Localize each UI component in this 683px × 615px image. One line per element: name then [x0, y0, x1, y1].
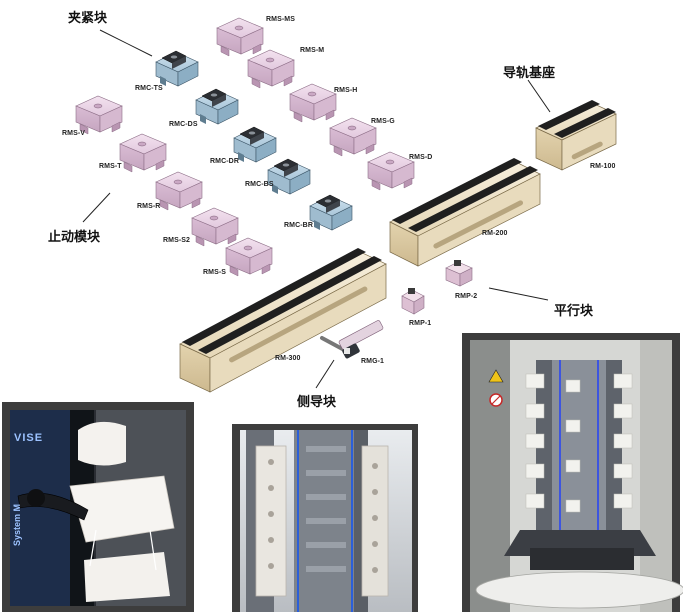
leader-stop [82, 192, 111, 223]
leader-side-guide [315, 359, 335, 389]
label-rm-200: RM-200 [482, 230, 508, 237]
label-rmc-ds: RMC-DS [169, 121, 198, 128]
rmp-1-part [401, 288, 425, 315]
rms-d-block [367, 151, 415, 191]
rms-s-block [225, 237, 273, 277]
rmg-1-part [320, 320, 384, 359]
caption-rail-base: 导轨基座 [503, 66, 556, 81]
label-rmc-br: RMC-BR [284, 222, 313, 229]
rms-r-block [155, 171, 203, 211]
label-rmc-bs: RMC-BS [245, 181, 274, 188]
rms-t-block [119, 133, 167, 173]
rms-m-block [247, 49, 295, 89]
label-rms-g: RMS-G [371, 118, 395, 125]
rmc-bs-clamp [267, 158, 311, 195]
leader-clamp [99, 29, 153, 57]
label-rms-s: RMS-S [203, 269, 227, 276]
rms-ms-block [216, 17, 264, 57]
photo-machine-tower [462, 333, 683, 612]
rm-100-rail [535, 100, 617, 171]
label-rms-h: RMS-H [334, 87, 358, 94]
rmc-ds-clamp [195, 88, 239, 125]
caption-clamp-block: 夹紧块 [68, 11, 108, 26]
label-rmg-1: RMG-1 [361, 358, 385, 365]
label-rms-v: RMS-V [62, 130, 86, 137]
label-rm-100: RM-100 [590, 163, 616, 170]
rm-200-rail [389, 158, 541, 267]
label-rms-ms: RMS-MS [266, 16, 295, 23]
caption-parallel-block: 平行块 [554, 304, 594, 319]
leader-parallel [488, 287, 549, 301]
rm-300-rail [179, 248, 387, 393]
photo-vise-text: VISE [14, 432, 44, 444]
label-rmc-ts: RMC-TS [135, 85, 163, 92]
leader-rail-base [527, 79, 551, 113]
label-rmc-dr: RMC-DR [210, 158, 239, 165]
caption-stop-block: 止动模块 [48, 230, 101, 245]
caption-side-guide: 侧导块 [297, 395, 337, 410]
rms-g-block [329, 117, 377, 157]
photo-vise-closeup [2, 402, 194, 612]
label-rms-t: RMS-T [99, 163, 122, 170]
label-rmp-2: RMP-2 [455, 293, 478, 300]
label-rm-300: RM-300 [275, 355, 301, 362]
rmc-dr-clamp [233, 126, 277, 163]
rmc-ts-clamp [155, 50, 199, 87]
label-rms-d: RMS-D [409, 154, 433, 161]
photo-tombstone-column [232, 424, 418, 612]
rmp-2-part [445, 260, 473, 287]
rms-h-block [289, 83, 337, 123]
photo-vise-text-2: System M [12, 503, 22, 546]
rms-v-block [75, 95, 123, 135]
label-rmp-1: RMP-1 [409, 320, 432, 327]
label-rms-s2: RMS-S2 [163, 237, 191, 244]
rms-s2-block [191, 207, 239, 247]
rmc-br-clamp [309, 194, 353, 231]
label-rms-r: RMS-R [137, 203, 161, 210]
label-rms-m: RMS-M [300, 47, 325, 54]
